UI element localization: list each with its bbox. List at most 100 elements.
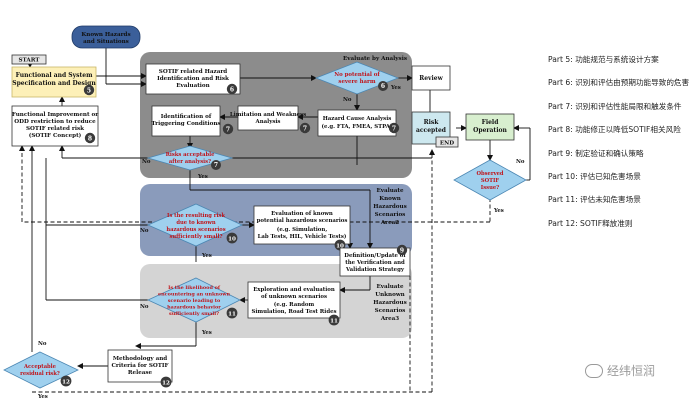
svg-text:Observed: Observed [476,171,503,177]
svg-text:12: 12 [62,379,70,385]
svg-text:No potential of: No potential of [334,72,380,78]
start-node[interactable]: START [11,54,47,65]
svg-text:Definition/Update of: Definition/Update of [344,253,406,259]
part-badge [60,375,72,387]
svg-text:11: 11 [330,318,338,324]
legend-item: Part 10: 评估已知危害场景 [548,171,641,181]
observed-no-label: No [516,159,525,165]
observed-issue-decision[interactable]: Observed SOTIF Issue? [453,159,527,201]
svg-text:Limitation and Weakness: Limitation and Weakness [230,112,306,118]
svg-text:Evaluation of known: Evaluation of known [271,211,333,217]
svg-text:sufficiently small?: sufficiently small? [169,234,222,240]
end-node[interactable]: END [435,136,459,148]
svg-text:Identification and Risk: Identification and Risk [157,76,229,82]
svg-text:10: 10 [336,243,344,249]
known-hazards-node[interactable]: Known Hazards and Situations [71,25,141,49]
part-badge [328,314,340,326]
hazard-cause-node[interactable]: Hazard Cause Analysis (e.g. FTA, FMEA, S… [317,109,400,137]
svg-text:and Situations: and Situations [83,39,129,45]
svg-text:5: 5 [87,87,91,94]
acceptable-no-label: No [38,341,47,347]
svg-text:START: START [19,58,41,64]
svg-text:Known: Known [379,196,401,202]
no-potential-decision[interactable]: No potential of severe harm 6 [314,61,400,95]
svg-text:due to known: due to known [176,220,215,226]
svg-text:Functional Improvement or: Functional Improvement or [12,112,98,118]
part-badge [160,376,172,388]
svg-text:7: 7 [392,125,396,132]
acceptable-residual-decision[interactable]: Acceptable residual risk? 12 [3,351,79,389]
legend-item: Part 11: 评估未知危害场景 [548,195,641,205]
risks-acceptable-decision[interactable]: Risks acceptable after analysis? 7 [146,145,234,171]
svg-text:residual risk?: residual risk? [20,371,60,377]
svg-text:Unknown: Unknown [375,292,405,298]
unknown-decision-no-label: No [140,304,149,310]
svg-text:Field: Field [482,119,500,126]
svg-text:Area2: Area2 [380,220,399,226]
svg-text:Evaluate: Evaluate [376,284,404,290]
unknown-likelihood-decision[interactable]: Is the likelihood of encountering an unk… [147,277,241,323]
svg-text:hazardous scenarios: hazardous scenarios [166,227,225,233]
acceptable-yes-label: Yes [37,394,48,400]
field-operation-node[interactable]: Field Operation [465,113,515,141]
methodology-node[interactable]: Methodology and Criteria for SOTIF Relea… [107,349,173,388]
wechat-icon [585,363,603,378]
svg-text:SOTIF related Hazard: SOTIF related Hazard [159,69,228,75]
known-evaluation-node[interactable]: Evaluation of known potential hazardous … [253,205,351,251]
known-area-title: Evaluate Known Hazardous Scenarios Area2 [373,188,407,226]
hazard-identification-node[interactable]: SOTIF related Hazard Identification and … [145,63,241,95]
svg-text:(e.g. Random: (e.g. Random [274,301,315,308]
legend-item: Part 9: 制定验证和确认策略 [548,148,644,158]
svg-text:Release: Release [128,370,153,376]
svg-text:Risks acceptable: Risks acceptable [166,152,215,158]
svg-text:accepted: accepted [416,127,447,134]
known-risk-decision[interactable]: Is the resulting risk due to known hazar… [147,203,243,247]
svg-text:Review: Review [419,75,443,82]
observed-yes-label: Yes [493,208,504,214]
part-badge [83,84,95,96]
limitation-node[interactable]: Limitation and Weakness Analysis 7 [230,105,311,134]
parts-legend: Part 5: 功能规范与系统设计方案 Part 6: 识别和评估由预期功能导致… [548,54,690,241]
svg-text:(e.g. FTA, FMEA, STPA): (e.g. FTA, FMEA, STPA) [322,123,393,130]
svg-text:Issue?: Issue? [481,185,499,191]
legend-item: Part 5: 功能规范与系统设计方案 [548,55,659,64]
svg-text:Is the resulting risk: Is the resulting risk [167,213,225,219]
svg-text:Acceptable: Acceptable [23,364,57,370]
svg-text:Area3: Area3 [380,316,399,322]
part-badge [222,123,234,135]
svg-text:encountering an unknown: encountering an unknown [158,292,230,298]
svg-text:the Verification and: the Verification and [345,260,405,266]
part-badge [226,307,238,319]
svg-text:(SOTIF Concept): (SOTIF Concept) [29,132,82,139]
svg-text:6: 6 [230,86,234,93]
legend-item: Part 7: 识别和评估性能局限和触发条件 [548,101,682,111]
connectors [27,48,531,369]
svg-text:Triggering Conditions: Triggering Conditions [151,121,220,127]
legend-item: Part 6: 识别和评估由预期功能导致的危害 [548,78,690,88]
triggering-conditions-node[interactable]: Identification of Triggering Conditions … [151,105,234,137]
svg-text:severe harm: severe harm [338,79,375,85]
unknown-evaluation-node[interactable]: Exploration and evaluation of unknown sc… [247,281,341,326]
svg-text:Hazardous: Hazardous [373,300,407,306]
part-badge [388,122,400,134]
unknown-decision-yes-label: Yes [201,330,212,336]
unknown-area-title: Evaluate Unknown Hazardous Scenarios Are… [373,284,407,322]
svg-text:Exploration and evaluation: Exploration and evaluation [253,287,335,293]
svg-text:(e.g. Simulation,: (e.g. Simulation, [277,226,328,233]
functional-improvement-node[interactable]: Functional Improvement or ODD restrictio… [11,105,99,147]
svg-text:7: 7 [214,162,218,169]
svg-text:6: 6 [381,83,385,90]
part-badge [396,244,408,256]
svg-text:scenario leading to: scenario leading to [168,298,221,304]
spec-node[interactable]: Functional and System Specification and … [11,66,97,98]
review-node[interactable]: Review [411,65,451,91]
part-badge [226,232,238,244]
svg-text:Specification and Design: Specification and Design [12,80,96,87]
definition-node[interactable]: Definition/Update of the Verification an… [339,244,411,277]
svg-text:hazardous behavior: hazardous behavior [167,305,221,311]
analysis-area-title: Evaluate by Analysis [343,56,407,62]
svg-text:Identification of: Identification of [161,114,212,120]
svg-text:Evaluation: Evaluation [176,83,209,89]
risks-acceptable-no-label: No [142,159,151,165]
part-badge [378,81,388,91]
